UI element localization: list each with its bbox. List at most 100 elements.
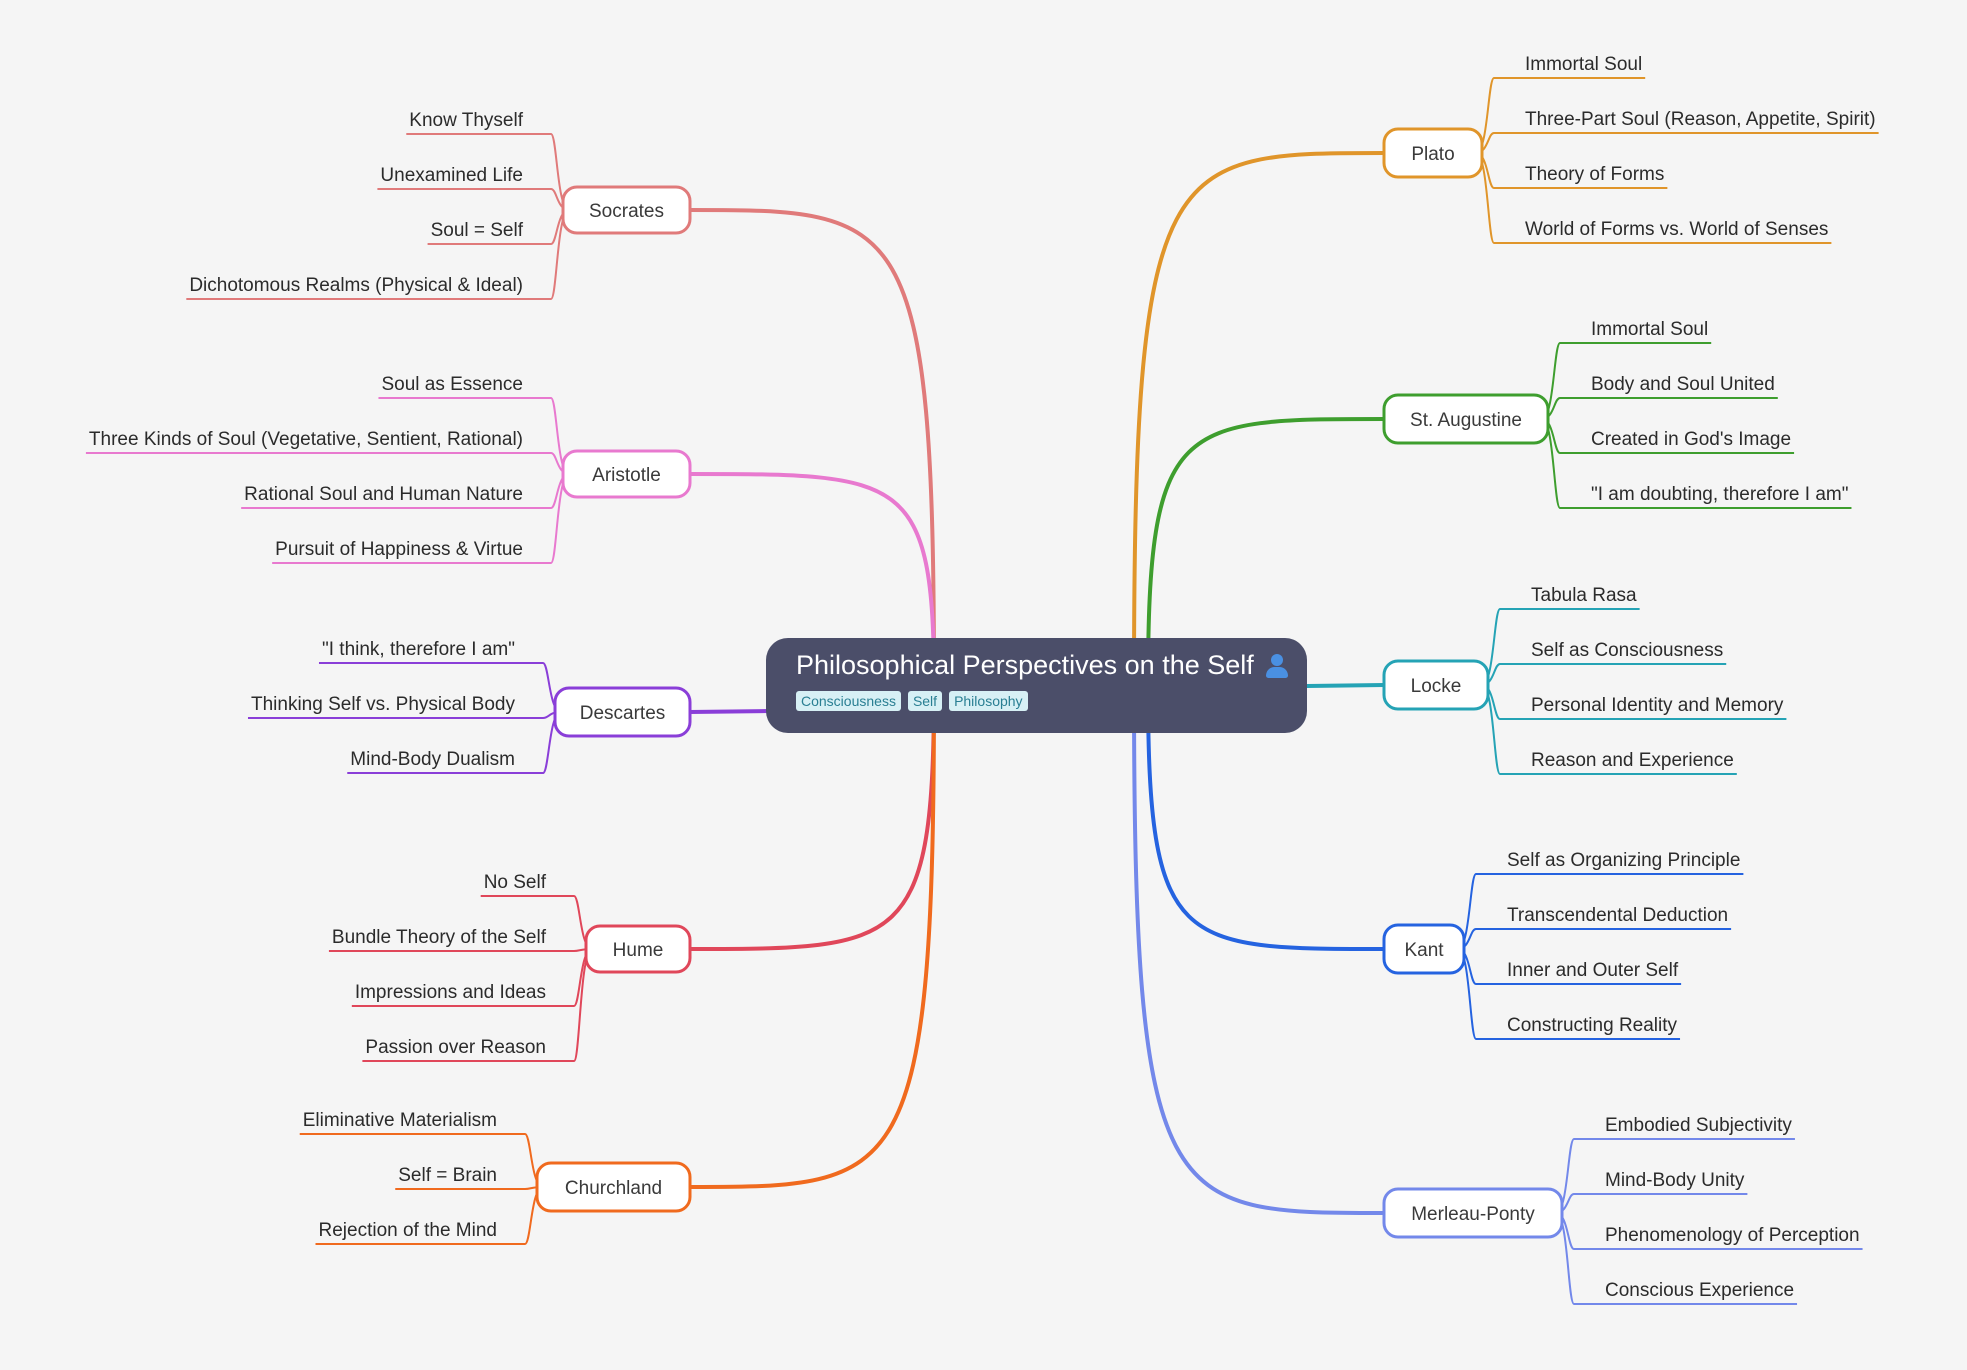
leaf-label: Created in God's Image bbox=[1591, 429, 1791, 450]
leaf-item[interactable]: Know Thyself bbox=[406, 110, 551, 135]
leaf-item[interactable]: "I am doubting, therefore I am" bbox=[1560, 484, 1852, 509]
leaf-item[interactable]: Inner and Outer Self bbox=[1476, 960, 1682, 985]
leaf-label: Mind-Body Dualism bbox=[350, 749, 515, 770]
branch-node-box bbox=[1382, 923, 1466, 975]
branch-merleau-ponty[interactable]: Merleau-Ponty bbox=[1382, 1187, 1564, 1239]
leaf-item[interactable]: "I think, therefore I am" bbox=[318, 639, 543, 664]
leaf-label: Embodied Subjectivity bbox=[1605, 1115, 1792, 1136]
leaf-item[interactable]: Soul = Self bbox=[427, 220, 551, 245]
leaf-item[interactable]: Mind-Body Unity bbox=[1574, 1170, 1748, 1195]
leaf-label: "I think, therefore I am" bbox=[322, 639, 515, 660]
connector-churchland bbox=[689, 685, 936, 1189]
branch-plato[interactable]: Plato bbox=[1382, 127, 1484, 179]
leaf-item[interactable]: Tabula Rasa bbox=[1500, 585, 1640, 610]
root-title-row: Philosophical Perspectives on the Self bbox=[796, 650, 1288, 681]
branch-label: Merleau-Ponty bbox=[1411, 1204, 1535, 1225]
leaf-item[interactable]: Thinking Self vs. Physical Body bbox=[247, 694, 543, 719]
branch-label: Hume bbox=[613, 940, 664, 961]
leaf-label: Self as Organizing Principle bbox=[1507, 850, 1740, 871]
leaf-label: Dichotomous Realms (Physical & Ideal) bbox=[189, 275, 523, 296]
leaf-item[interactable]: Immortal Soul bbox=[1560, 319, 1712, 344]
leaf-item[interactable]: Rejection of the Mind bbox=[315, 1220, 526, 1245]
branch-node-box bbox=[1382, 1187, 1564, 1239]
leaf-item[interactable]: Theory of Forms bbox=[1494, 164, 1668, 189]
leaf-item[interactable]: Reason and Experience bbox=[1500, 750, 1737, 775]
leaf-label: Immortal Soul bbox=[1525, 54, 1642, 75]
branch-node-box bbox=[553, 686, 692, 738]
leaf-item[interactable]: World of Forms vs. World of Senses bbox=[1494, 219, 1832, 244]
leaf-label: Conscious Experience bbox=[1605, 1280, 1794, 1301]
leaf-item[interactable]: Three Kinds of Soul (Vegetative, Sentien… bbox=[85, 429, 551, 454]
leaf-item[interactable]: Self as Consciousness bbox=[1500, 640, 1727, 665]
leaf-item[interactable]: Self = Brain bbox=[395, 1165, 525, 1190]
leaf-label: Rational Soul and Human Nature bbox=[244, 484, 523, 505]
leaf-item[interactable]: Phenomenology of Perception bbox=[1574, 1225, 1863, 1250]
leaf-label: Tabula Rasa bbox=[1531, 585, 1637, 606]
leaf-item[interactable]: Embodied Subjectivity bbox=[1574, 1115, 1795, 1140]
leaf-label: Soul as Essence bbox=[381, 374, 523, 395]
branch-node-box bbox=[584, 924, 692, 974]
branch-aristotle[interactable]: Aristotle bbox=[561, 449, 692, 499]
leaf-item[interactable]: Three-Part Soul (Reason, Appetite, Spiri… bbox=[1494, 109, 1879, 134]
leaf-label: Immortal Soul bbox=[1591, 319, 1708, 340]
branch-socrates[interactable]: Socrates bbox=[561, 185, 692, 235]
root-topic[interactable]: Philosophical Perspectives on the Self C… bbox=[766, 638, 1307, 733]
root-tags: Consciousness Self Philosophy bbox=[796, 691, 1277, 711]
tag-philosophy[interactable]: Philosophy bbox=[949, 691, 1028, 711]
root-title: Philosophical Perspectives on the Self bbox=[796, 650, 1254, 680]
leaf-item[interactable]: Soul as Essence bbox=[378, 374, 551, 399]
leaf-item[interactable]: Transcendental Deduction bbox=[1476, 905, 1732, 930]
leaf-label: Inner and Outer Self bbox=[1507, 960, 1679, 981]
leaf-item[interactable]: Mind-Body Dualism bbox=[347, 749, 543, 774]
leaf-item[interactable]: Personal Identity and Memory bbox=[1500, 695, 1787, 720]
branch-label: Socrates bbox=[589, 201, 664, 222]
branch-label: Aristotle bbox=[592, 465, 661, 486]
branch-locke[interactable]: Locke bbox=[1382, 659, 1490, 711]
branch-churchland[interactable]: Churchland bbox=[535, 1161, 692, 1213]
leaf-item[interactable]: Unexamined Life bbox=[377, 165, 551, 190]
leaf-item[interactable]: Self as Organizing Principle bbox=[1476, 850, 1744, 875]
leaf-item[interactable]: Immortal Soul bbox=[1494, 54, 1646, 79]
leaf-label: Soul = Self bbox=[431, 220, 524, 241]
leaf-item[interactable]: Body and Soul United bbox=[1560, 374, 1778, 399]
person-icon bbox=[1264, 653, 1288, 679]
leaf-label: Personal Identity and Memory bbox=[1531, 695, 1784, 716]
leaf-item[interactable]: Eliminative Materialism bbox=[299, 1110, 525, 1135]
tag-self[interactable]: Self bbox=[907, 691, 943, 711]
branch-kant[interactable]: Kant bbox=[1382, 923, 1466, 975]
leaf-item[interactable]: Bundle Theory of the Self bbox=[328, 927, 574, 952]
branch-label: Kant bbox=[1404, 940, 1444, 961]
leaf-item[interactable]: Pursuit of Happiness & Virtue bbox=[272, 539, 551, 564]
branch-node-box bbox=[1382, 659, 1490, 711]
leaf-label: Constructing Reality bbox=[1507, 1015, 1678, 1036]
branch-node-box bbox=[561, 185, 692, 235]
leaf-item[interactable]: No Self bbox=[480, 872, 574, 897]
leaf-label: Impressions and Ideas bbox=[355, 982, 546, 1003]
branch-node-box bbox=[1382, 393, 1550, 445]
branch-node-box bbox=[1382, 127, 1484, 179]
branch-hume[interactable]: Hume bbox=[584, 924, 692, 974]
leaf-item[interactable]: Passion over Reason bbox=[362, 1037, 574, 1062]
branch-node-box bbox=[561, 449, 692, 499]
leaf-label: Know Thyself bbox=[409, 110, 523, 131]
branch-label: Descartes bbox=[580, 703, 666, 724]
leaf-label: Thinking Self vs. Physical Body bbox=[251, 694, 516, 715]
leaf-item[interactable]: Impressions and Ideas bbox=[351, 982, 574, 1007]
leaf-label: Passion over Reason bbox=[365, 1037, 546, 1058]
leaf-item[interactable]: Created in God's Image bbox=[1560, 429, 1795, 454]
leaf-label: Self as Consciousness bbox=[1531, 640, 1723, 661]
leaf-item[interactable]: Conscious Experience bbox=[1574, 1280, 1798, 1305]
leaf-label: Bundle Theory of the Self bbox=[332, 927, 547, 948]
branch-st-augustine[interactable]: St. Augustine bbox=[1382, 393, 1550, 445]
leaf-item[interactable]: Constructing Reality bbox=[1476, 1015, 1681, 1040]
tag-consciousness[interactable]: Consciousness bbox=[796, 691, 901, 711]
leaf-item[interactable]: Rational Soul and Human Nature bbox=[241, 484, 551, 509]
leaf-item[interactable]: Dichotomous Realms (Physical & Ideal) bbox=[186, 275, 551, 300]
branch-label: Plato bbox=[1411, 144, 1454, 165]
branch-descartes[interactable]: Descartes bbox=[553, 686, 692, 738]
leaf-label: Transcendental Deduction bbox=[1507, 905, 1728, 926]
leaf-label: Unexamined Life bbox=[380, 165, 523, 186]
connector-plato bbox=[1132, 151, 1385, 687]
leaf-label: Rejection of the Mind bbox=[319, 1220, 498, 1241]
